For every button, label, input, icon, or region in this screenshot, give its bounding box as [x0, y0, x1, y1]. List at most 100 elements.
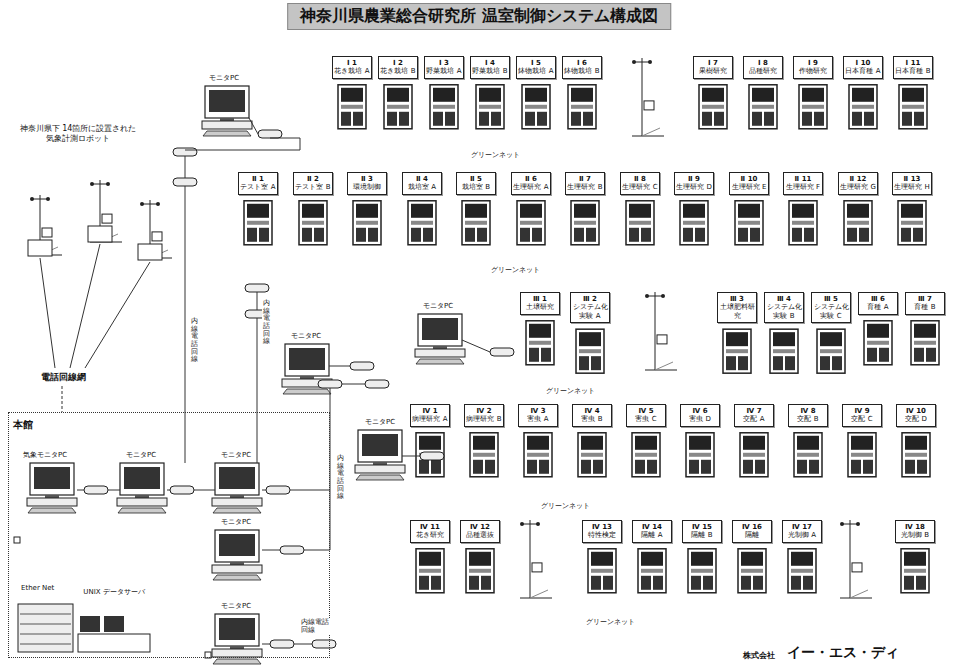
- house-name: 病理研究 A: [412, 415, 448, 423]
- controller-cabinet: [299, 201, 327, 245]
- company-name: 株式会社: [742, 651, 776, 661]
- controller-cabinet: [794, 433, 822, 477]
- house-name: 害虫 C: [628, 415, 664, 423]
- modem: [170, 486, 194, 494]
- pc-label: モニタPC: [422, 302, 454, 310]
- modem: [173, 148, 197, 156]
- house-name: 光制御 A: [784, 531, 820, 539]
- greenhouse-label-box: Ⅱ 7生理研究 B: [565, 172, 605, 195]
- house-name: 病理研究 B: [466, 415, 502, 423]
- greenhouse-label-box: Ⅳ 15隔離 B: [682, 520, 722, 543]
- house-number: Ⅳ 12: [462, 523, 498, 531]
- house-number: Ⅱ 3: [349, 175, 385, 183]
- wire: [70, 244, 100, 368]
- house-name: 環境制御: [349, 183, 385, 191]
- modem: [84, 486, 108, 494]
- monitor-pc: [212, 530, 262, 580]
- wire: [402, 456, 420, 457]
- greenhouse-label-box: Ⅲ 5システム化実験 C: [811, 292, 851, 323]
- greenhouse-label-box: Ⅱ 8生理研究 C: [620, 172, 660, 195]
- house-number: Ⅳ 4: [574, 407, 610, 415]
- robot-housing: [28, 240, 52, 256]
- greenhouse-label-box: Ⅳ 17光制御 A: [782, 520, 822, 543]
- house-name: 生理研究 H: [894, 183, 930, 191]
- unix-server: [18, 604, 150, 652]
- house-name: 光制御 B: [897, 531, 933, 539]
- monitor-pc: [117, 463, 167, 513]
- server-label: UNIX データサーバ: [82, 588, 146, 596]
- controller-cabinet: [680, 201, 708, 245]
- network-label: グリーンネット: [585, 618, 636, 626]
- greenhouse-label-box: Ⅰ 3野菜栽培 A: [424, 56, 464, 79]
- house-name: 生理研究 D: [676, 183, 712, 191]
- house-name: 花き栽培 B: [380, 67, 416, 75]
- greenhouse-label-box: Ⅱ 6生理研究 A: [511, 172, 551, 195]
- house-name: 野菜栽培 A: [426, 67, 462, 75]
- network-label: グリーンネット: [540, 502, 591, 510]
- house-number: Ⅰ 11: [895, 59, 931, 67]
- greenhouse-label-box: Ⅲ 1土壌研究: [520, 292, 560, 315]
- house-name: 鉢物栽培 A: [518, 67, 554, 75]
- greenhouse-label-box: Ⅱ 1テスト室 A: [238, 172, 278, 195]
- house-name: 栽培室 B: [458, 183, 494, 191]
- controller-cabinet: [526, 321, 554, 365]
- house-number: Ⅱ 1: [240, 175, 276, 183]
- controller-cabinet: [522, 85, 550, 129]
- house-number: Ⅰ 2: [380, 59, 416, 67]
- modem: [490, 348, 514, 356]
- house-name: 交配 A: [736, 415, 772, 423]
- controller-cabinet: [470, 433, 498, 477]
- house-name: 作物研究: [795, 67, 831, 75]
- greenhouse-label-box: Ⅰ 5鉢物栽培 A: [516, 56, 556, 79]
- wire: [462, 340, 490, 352]
- wire: [62, 386, 63, 412]
- modem: [266, 486, 290, 494]
- house-number: Ⅰ 9: [795, 59, 831, 67]
- house-name: 隔離 A: [634, 531, 670, 539]
- house-name: 生理研究 G: [840, 183, 876, 191]
- wire: [194, 490, 215, 491]
- controller-cabinet: [576, 329, 604, 373]
- house-name: 隔離: [734, 531, 770, 539]
- house-number: Ⅳ 10: [898, 407, 934, 415]
- house-number: Ⅱ 11: [785, 175, 821, 183]
- controller-cabinet: [738, 549, 766, 593]
- controller-cabinet: [799, 85, 827, 129]
- marker-square: [14, 537, 20, 543]
- greenhouse-label-box: Ⅲ 6育種 A: [858, 292, 898, 315]
- house-name: 花き栽培 A: [334, 67, 370, 75]
- house-name: 害虫 B: [574, 415, 610, 423]
- greenhouse-label-box: Ⅰ 9作物研究: [793, 56, 833, 79]
- pc-label: モニタPC: [220, 602, 252, 610]
- controller-cabinet: [789, 201, 817, 245]
- greenhouse-label-box: Ⅳ 16隔離: [732, 520, 772, 543]
- controller-cabinet: [416, 433, 444, 477]
- pc-label: モニタPC: [290, 332, 322, 340]
- wire: [329, 366, 350, 367]
- robot-caption: 神奈川県下 14箇所に設置された 気象計測ロボット: [18, 124, 138, 143]
- greenhouse-label-box: Ⅳ 3害虫 A: [518, 404, 558, 427]
- house-name: 土壌研究: [522, 303, 558, 311]
- greenhouse-label-box: Ⅳ 12品種選抜: [460, 520, 500, 543]
- greenhouse-label-box: Ⅲ 3土壌肥料研究: [717, 292, 757, 323]
- house-number: Ⅲ 6: [860, 295, 896, 303]
- pc-label: モニタPC: [220, 518, 252, 526]
- modem: [280, 546, 304, 554]
- greenhouse-label-box: Ⅳ 1病理研究 A: [410, 404, 450, 427]
- robot-housing: [138, 244, 162, 260]
- controller-cabinet: [770, 329, 798, 373]
- house-number: Ⅰ 4: [472, 59, 508, 67]
- weather-mast: [520, 520, 552, 598]
- house-number: Ⅳ 8: [790, 407, 826, 415]
- controller-cabinet: [911, 321, 939, 365]
- wire: [262, 490, 266, 491]
- wire: [342, 384, 365, 385]
- house-number: Ⅲ 5: [813, 295, 849, 303]
- house-name: 花き研究: [412, 531, 448, 539]
- greenhouse-label-box: Ⅳ 11花き研究: [410, 520, 450, 543]
- controller-cabinet: [864, 321, 892, 365]
- greenhouse-label-box: Ⅳ 13特性検定: [582, 520, 622, 543]
- monitor-pc: [27, 463, 77, 513]
- modem: [258, 130, 282, 138]
- network-label: 電話回線網: [40, 372, 87, 383]
